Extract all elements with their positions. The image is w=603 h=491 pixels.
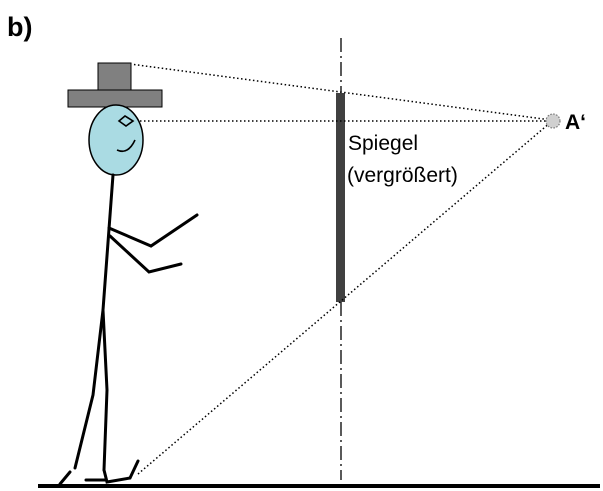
stick-figure — [58, 62, 199, 486]
ray-feet — [137, 121, 552, 475]
sight-rays — [129, 63, 552, 475]
mirror-label-line1: Spiegel — [348, 132, 418, 155]
ray-hat-top — [129, 63, 552, 121]
eye — [117, 115, 135, 127]
image-point-label: A‘ — [565, 111, 586, 134]
mirror — [336, 93, 345, 302]
head — [88, 104, 144, 176]
panel-label: b) — [7, 12, 32, 42]
image-point — [545, 113, 561, 129]
mirror-label-line2: (vergrößert) — [347, 164, 458, 187]
limbs — [58, 173, 199, 486]
mouth — [116, 139, 136, 153]
hat-crown — [97, 62, 132, 92]
